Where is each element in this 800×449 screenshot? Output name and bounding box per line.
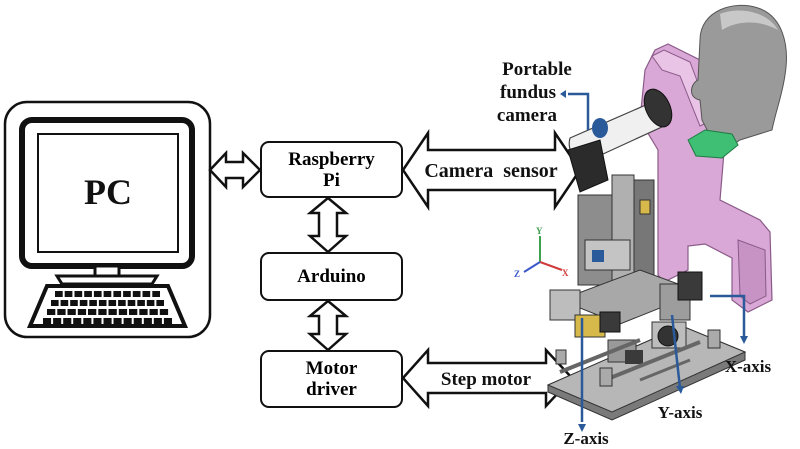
triad-y-label: Y: [536, 226, 543, 236]
keyboard-key: [143, 318, 152, 324]
keyboard-key: [133, 318, 142, 324]
keyboard-key: [53, 318, 62, 324]
keyboard-key: [89, 300, 97, 306]
keyboard-key: [108, 300, 117, 306]
coordinate-triad: Y X Z: [514, 226, 569, 279]
keyboard-key: [159, 309, 169, 315]
keyboard-key: [70, 300, 78, 306]
keyboard-key: [113, 291, 122, 297]
keyboard-key: [113, 318, 122, 324]
keyboard-key: [127, 300, 136, 306]
keyboard-key: [79, 300, 88, 306]
triad-x-label: X: [562, 268, 569, 278]
motor-driver-line1: Motor: [305, 358, 358, 379]
camera-sensor-label: Camera sensor: [424, 160, 557, 182]
pointer-x-axis: [710, 294, 746, 338]
keyboard-key: [149, 309, 158, 315]
pc-label: PC: [84, 172, 132, 212]
keyboard-key: [123, 291, 131, 297]
camera-label-line3: camera: [497, 105, 558, 126]
keyboard-key: [118, 309, 128, 315]
pc-icon: [3, 100, 212, 339]
step-motor-label: Step motor: [441, 369, 532, 390]
keyboard-key: [156, 300, 164, 306]
pc-monitor-stand: [54, 274, 160, 286]
pc-keyboard-keys: [43, 291, 172, 324]
keyboard-key: [63, 318, 72, 324]
keyboard-key: [43, 318, 52, 324]
keyboard-key: [153, 318, 162, 324]
keyboard-key: [93, 318, 102, 324]
keyboard-key: [118, 300, 126, 306]
keyboard-key: [67, 309, 76, 315]
x-axis-label: X-axis: [725, 357, 772, 376]
keyboard-key: [47, 309, 56, 315]
keyboard-key: [163, 318, 172, 324]
keyboard-key: [60, 300, 69, 306]
keyboard-key: [152, 291, 160, 297]
keyboard-key: [64, 291, 73, 297]
fundus-device-illustration: Y X Z: [514, 4, 787, 432]
keyboard-key: [146, 300, 155, 306]
keyboard-key: [55, 291, 63, 297]
raspberry-pi-line2: Pi: [323, 169, 340, 191]
pointer-camera: [568, 92, 590, 130]
keyboard-key: [129, 309, 138, 315]
keyboard-key: [57, 309, 66, 315]
triad-z-label: Z: [514, 269, 520, 279]
keyboard-key: [73, 318, 82, 324]
arrow-raspberry-arduino: [306, 196, 350, 254]
keyboard-key: [123, 318, 132, 324]
arrow-arduino-motor: [306, 299, 350, 352]
keyboard-key: [88, 309, 97, 315]
keyboard-key: [98, 300, 107, 306]
pc-monitor-screen: [37, 133, 179, 253]
keyboard-key: [93, 291, 102, 297]
z-axis-label: Z-axis: [563, 429, 609, 448]
raspberry-pi-block: Raspberry Pi: [260, 141, 403, 198]
keyboard-key: [137, 300, 145, 306]
camera-label-line2: fundus: [500, 82, 556, 103]
motor-driver-line2: driver: [306, 379, 357, 400]
keyboard-key: [84, 291, 92, 297]
arduino-block: Arduino: [260, 252, 403, 301]
keyboard-key: [51, 300, 59, 306]
motor-driver-block: Motor driver: [260, 350, 403, 408]
keyboard-key: [103, 291, 112, 297]
keyboard-key: [139, 309, 148, 315]
chin-rest: [687, 129, 739, 159]
keyboard-key: [98, 309, 107, 315]
pointer-y-axis: [670, 314, 682, 389]
raspberry-pi-line1: Raspberry: [288, 148, 375, 170]
arrow-pc-raspberry: [208, 149, 262, 191]
keyboard-key: [103, 318, 112, 324]
keyboard-key: [74, 291, 83, 297]
mannequin-head: [691, 4, 787, 151]
y-axis-label: Y-axis: [658, 403, 703, 422]
camera-label-line1: Portable: [502, 59, 572, 80]
keyboard-key: [142, 291, 151, 297]
keyboard-key: [132, 291, 141, 297]
keyboard-key: [83, 318, 92, 324]
keyboard-key: [77, 309, 87, 315]
arduino-label: Arduino: [297, 266, 366, 287]
keyboard-key: [108, 309, 117, 315]
